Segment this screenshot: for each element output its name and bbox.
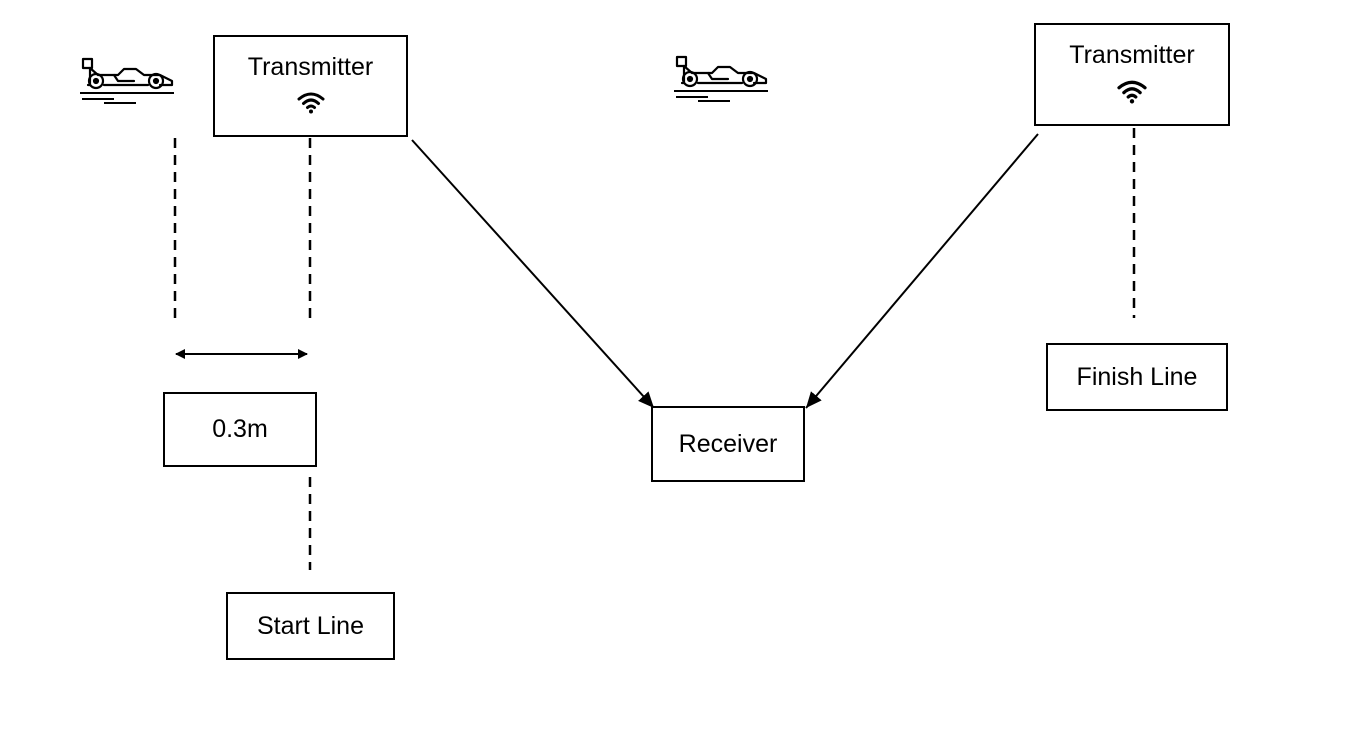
receiver-box: Receiver <box>651 406 805 482</box>
transmitter-right-label: Transmitter <box>1069 41 1195 69</box>
wifi-icon <box>297 92 324 114</box>
transmitter-right-to-receiver-arrow <box>805 133 1039 409</box>
start-line-label: Start Line <box>256 611 364 640</box>
start-line-box: Start Line <box>226 592 395 660</box>
distance-label-box: 0.3m <box>163 392 317 467</box>
wifi-icon <box>1117 80 1147 104</box>
receiver-label: Receiver <box>678 429 778 458</box>
finish-line-box: Finish Line <box>1046 343 1228 411</box>
race-car-icon <box>80 57 174 104</box>
distance-label: 0.3m <box>212 415 268 443</box>
finish-line-label: Finish Line <box>1076 362 1198 391</box>
transmitter-left-to-receiver-arrow <box>411 139 655 409</box>
race-car-icon <box>674 55 768 102</box>
transmitter-right-box: Transmitter <box>1034 23 1230 126</box>
transmitter-left-label: Transmitter <box>247 53 374 81</box>
transmitter-left-box: Transmitter <box>213 35 408 137</box>
